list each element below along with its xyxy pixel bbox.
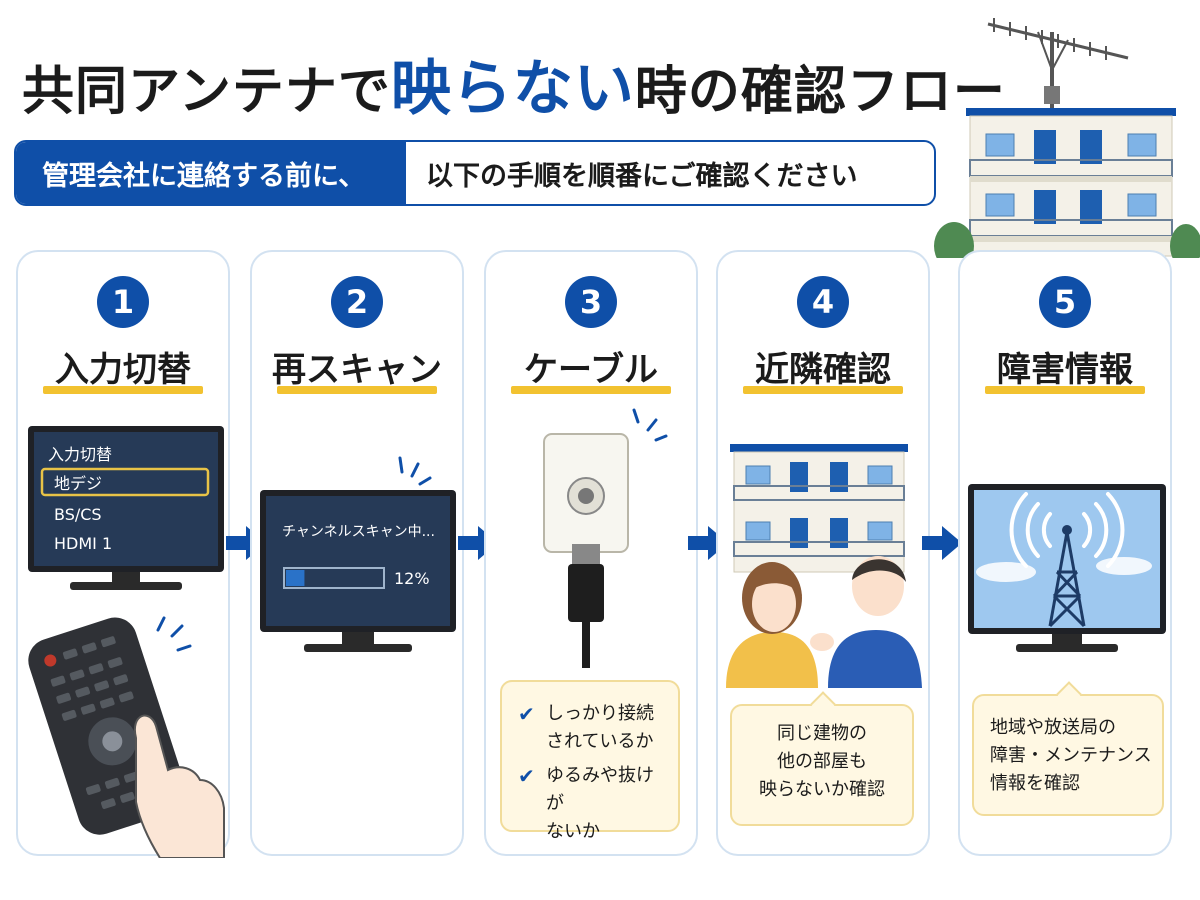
step-card-4: 4 近隣確認 xyxy=(716,250,930,856)
tv-menu-heading: 入力切替 xyxy=(48,445,112,464)
cable-check-note: ✔しっかり接続 されているか ✔ゆるみや抜けが ないか xyxy=(500,680,680,842)
tv-icon xyxy=(28,426,224,590)
connection-emphasis-icon xyxy=(632,408,668,442)
step-title: 再スキャン xyxy=(272,350,442,390)
scan-status-text: チャンネルスキャン中... xyxy=(282,524,435,540)
scan-emphasis-icon xyxy=(398,456,432,486)
step-title: 障害情報 xyxy=(997,350,1133,390)
tower-tip xyxy=(1062,525,1072,535)
neighbors-illustration xyxy=(726,444,922,688)
outage-info-note: 地域や放送局の 障害・メンテナンス 情報を確認 xyxy=(972,681,1164,816)
banner-right-text: 以下の手順を順番にご確認ください xyxy=(426,160,858,192)
man-icon xyxy=(810,556,922,688)
press-emphasis-icon xyxy=(156,616,192,652)
page-title: 共同アンテナで映らない時の確認フロー xyxy=(22,54,1006,124)
step-number: 5 xyxy=(1039,276,1091,328)
check-item: ✔しっかり接続 されているか xyxy=(518,702,654,752)
title-underline xyxy=(277,386,437,394)
tv-menu-option: BS/CS xyxy=(54,505,102,524)
banner-left-text: 管理会社に連絡する前に、 xyxy=(16,142,406,204)
neighbor-check-note: 同じ建物の 他の部屋も 映らないか確認 xyxy=(730,691,914,826)
step-title: 入力切替 xyxy=(55,350,191,390)
title-underline xyxy=(743,386,903,394)
antenna-icon xyxy=(987,18,1129,110)
progress-bar-fill xyxy=(286,570,305,586)
step-number: 1 xyxy=(97,276,149,328)
progress-bar-track xyxy=(283,567,385,589)
step-number: 2 xyxy=(331,276,383,328)
title-underline xyxy=(511,386,671,394)
step-number: 4 xyxy=(797,276,849,328)
signal-wave-icon xyxy=(1009,492,1125,568)
coax-cable-icon xyxy=(568,544,604,668)
hand-icon xyxy=(133,714,225,858)
step-title: 近隣確認 xyxy=(755,350,891,390)
tv-scan-illustration: チャンネルスキャン中... 12% xyxy=(260,456,456,652)
tv-icon xyxy=(968,484,1166,652)
wall-outlet-cable-illustration xyxy=(543,408,668,668)
check-item: ✔ゆるみや抜けが ないか xyxy=(518,764,654,842)
step-card-5: 5 障害情報 地域や放送局の 障害・メンテナンス 情報を確認 xyxy=(958,250,1172,856)
tv-menu-option: 地デジ xyxy=(54,474,102,493)
step-card-3: 3 ケーブル ✔しっかり接続 されているか ✔ゆるみや抜けが ないか xyxy=(484,250,698,856)
step-number: 3 xyxy=(565,276,617,328)
apartment-building-icon xyxy=(730,444,908,573)
wall-outlet-icon xyxy=(543,433,629,553)
tv-menu-option: HDMI 1 xyxy=(54,534,112,553)
woman-icon xyxy=(726,562,818,688)
broadcast-tower-icon xyxy=(1048,531,1086,628)
flow-arrow-icon xyxy=(922,526,962,560)
step-title: ケーブル xyxy=(524,350,658,390)
title-underline xyxy=(43,386,203,394)
step-card-1: 1 入力切替 入力切替 地デジ BS/CS HDMI 1 xyxy=(16,250,230,858)
step-card-2: 2 再スキャン チャンネルスキャン中... 12% xyxy=(250,250,464,856)
check-icon: ✔ xyxy=(518,702,535,726)
tv-icon xyxy=(260,490,456,652)
title-underline xyxy=(985,386,1145,394)
broadcast-tower-tv-illustration xyxy=(968,484,1166,652)
progress-percent: 12% xyxy=(394,569,430,588)
tv-remote-illustration: 入力切替 地デジ BS/CS HDMI 1 xyxy=(28,426,225,858)
check-icon: ✔ xyxy=(518,764,535,788)
instruction-banner: 管理会社に連絡する前に、 以下の手順を順番にご確認ください xyxy=(14,140,936,206)
selected-option-highlight xyxy=(40,467,210,497)
apartment-antenna-illustration xyxy=(934,18,1200,258)
